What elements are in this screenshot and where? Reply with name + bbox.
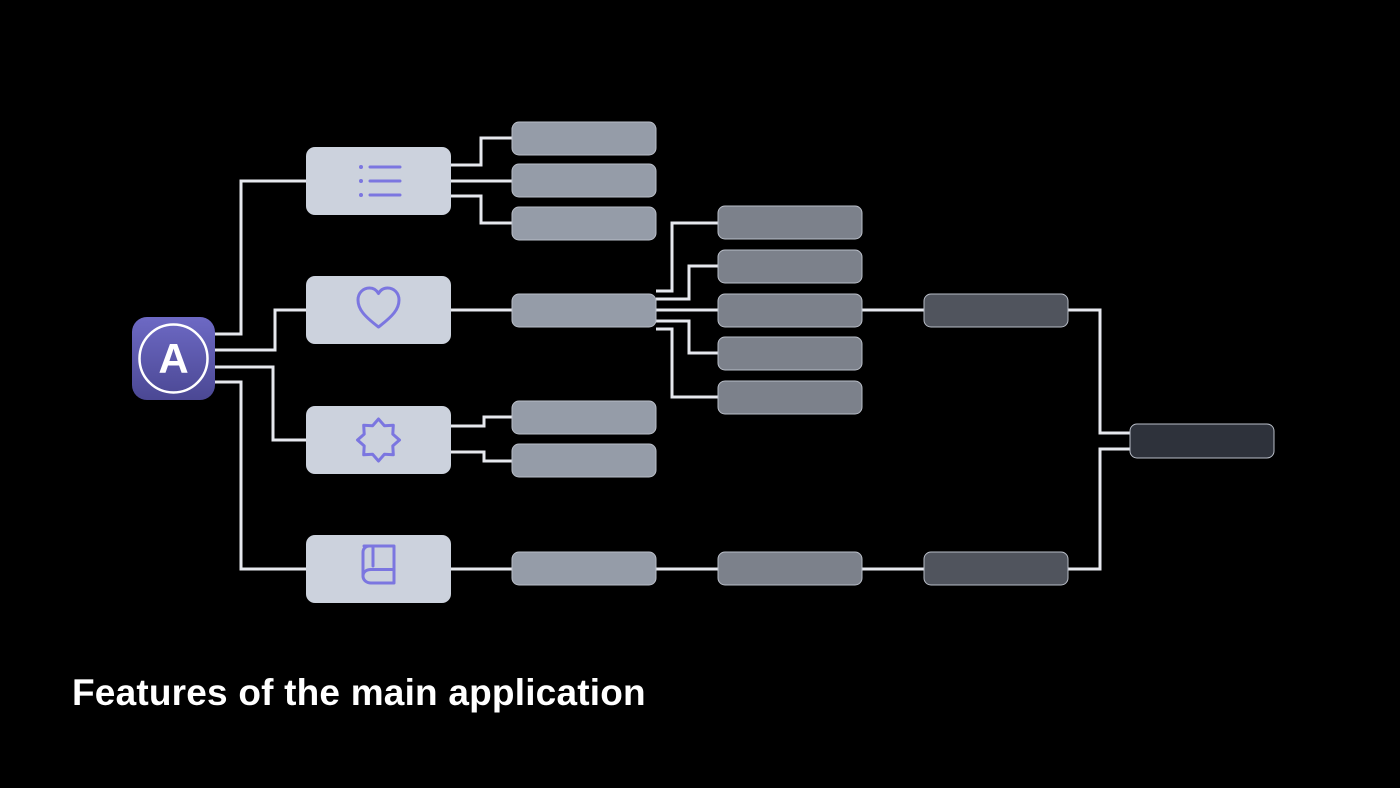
- app-a-icon[interactable]: A: [132, 317, 215, 400]
- connector-hub-branch-1: [656, 221, 718, 293]
- list-item-box-1[interactable]: [511, 121, 657, 156]
- connector-app-list: [214, 179, 306, 336]
- favorites-branch-box-4[interactable]: [717, 336, 863, 371]
- connector-upper-to-final: [1068, 308, 1130, 435]
- favorites-branch-box-5[interactable]: [717, 380, 863, 415]
- category-card-badge[interactable]: [306, 406, 451, 474]
- favorites-branch-box-1[interactable]: [717, 205, 863, 240]
- book-step-box-3[interactable]: [923, 551, 1069, 586]
- app-icon-ring: [138, 323, 209, 394]
- caption-title: Features of the main application: [72, 672, 646, 713]
- app-icon-letter: A: [158, 335, 188, 382]
- list-item-box-3[interactable]: [511, 206, 657, 241]
- badge-item-box-2[interactable]: [511, 443, 657, 478]
- connector-list-item-1: [451, 136, 512, 167]
- connector-badge-item-1: [451, 415, 512, 428]
- feature-boxes: [511, 121, 1275, 586]
- connector-hub-branch-5: [656, 327, 718, 399]
- badge-item-box-1[interactable]: [511, 400, 657, 435]
- book-step-box-1[interactable]: [511, 551, 657, 586]
- list-icon: [359, 165, 402, 197]
- book-step-box-2[interactable]: [717, 551, 863, 586]
- connector-hub-branch-4: [656, 319, 718, 355]
- connector-app-book: [214, 380, 306, 571]
- connector-app-favorites: [214, 308, 306, 352]
- category-card-favorites[interactable]: [306, 276, 451, 344]
- category-cards: [306, 147, 451, 603]
- badge-icon: [356, 417, 401, 463]
- connector-badge-item-2: [451, 450, 512, 463]
- heart-icon: [356, 286, 401, 329]
- app-icon-tile: [132, 317, 215, 400]
- favorites-hub-box[interactable]: [511, 293, 657, 328]
- list-item-box-2[interactable]: [511, 163, 657, 198]
- favorites-next-box[interactable]: [923, 293, 1069, 328]
- favorites-branch-box-2[interactable]: [717, 249, 863, 284]
- connector-lines: [214, 136, 1130, 571]
- connector-app-badge: [214, 365, 306, 442]
- book-icon: [361, 544, 396, 585]
- final-box[interactable]: [1129, 423, 1275, 459]
- favorites-branch-box-3[interactable]: [717, 293, 863, 328]
- connector-list-item-3: [451, 194, 512, 225]
- connector-hub-branch-2: [656, 264, 718, 301]
- connector-lower-to-final: [1068, 447, 1130, 571]
